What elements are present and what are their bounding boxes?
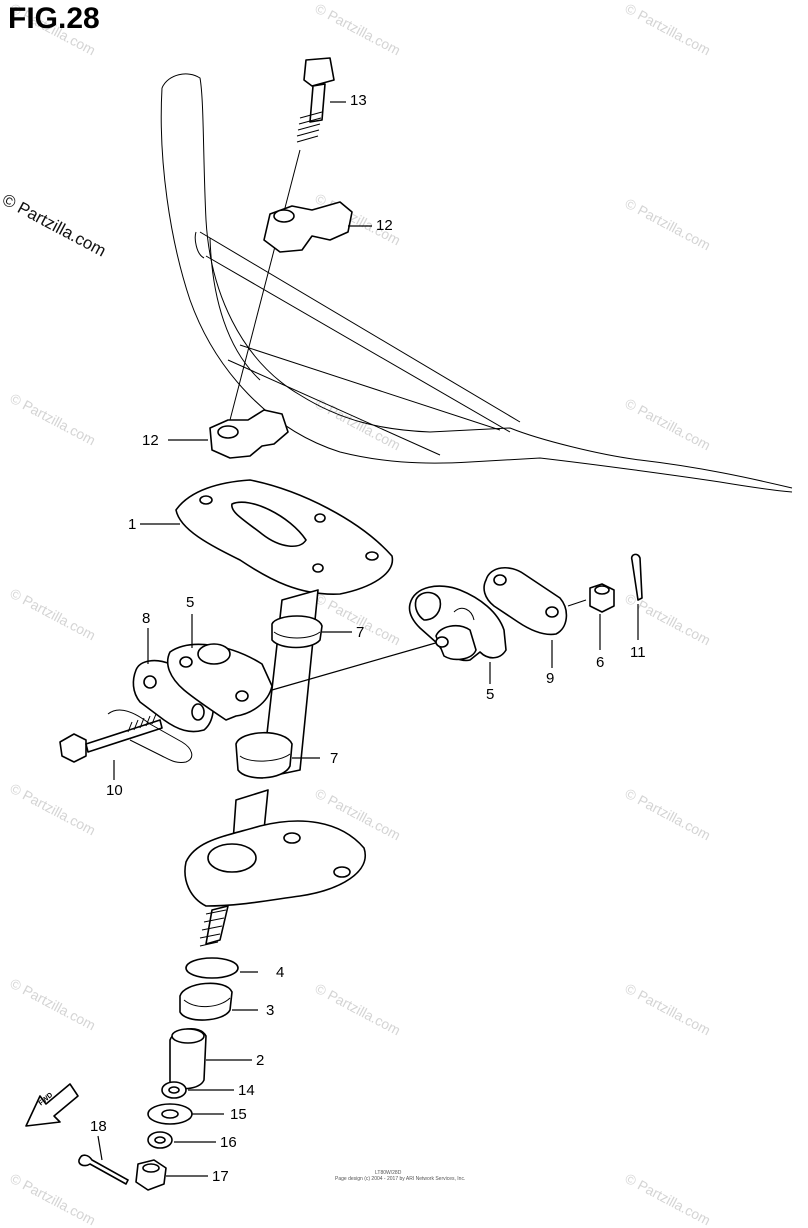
part-14-washer bbox=[161, 1081, 234, 1099]
callout-6: 6 bbox=[596, 654, 605, 671]
callout-11: 11 bbox=[630, 644, 646, 661]
callout-14: 14 bbox=[238, 1082, 255, 1099]
callout-2: 2 bbox=[256, 1052, 265, 1069]
fwd-arrow-icon bbox=[25, 1083, 79, 1127]
callout-12-upper: 12 bbox=[376, 217, 393, 234]
part-12-clamp-upper bbox=[263, 201, 372, 253]
part-17-nut bbox=[135, 1159, 208, 1191]
part-11-cotter-pin bbox=[630, 553, 643, 640]
part-10-bolt bbox=[59, 709, 193, 780]
callout-7-upper: 7 bbox=[356, 624, 365, 641]
exploded-view-drawing bbox=[25, 57, 793, 1191]
figure-title: FIG.28 bbox=[8, 2, 100, 35]
part-9-plate bbox=[483, 567, 587, 668]
page-footer: Page design (c) 2004 - 2017 by ARI Netwo… bbox=[335, 1176, 466, 1182]
part-15-washer bbox=[147, 1103, 224, 1125]
callout-1: 1 bbox=[128, 516, 137, 533]
callout-8: 8 bbox=[142, 610, 151, 627]
callout-18: 18 bbox=[90, 1118, 107, 1135]
callout-9: 9 bbox=[546, 670, 555, 687]
callout-4: 4 bbox=[276, 964, 285, 981]
part-3-bushing bbox=[179, 982, 258, 1021]
part-13-bolt bbox=[229, 57, 346, 421]
callout-17: 17 bbox=[212, 1168, 229, 1185]
callout-5-left: 5 bbox=[186, 594, 195, 611]
part-1-plate bbox=[140, 479, 394, 595]
part-4-o-ring bbox=[185, 957, 258, 979]
steering-shaft bbox=[184, 589, 367, 947]
part-8-plate bbox=[132, 628, 215, 733]
part-6-nut bbox=[589, 583, 615, 650]
callout-15: 15 bbox=[230, 1106, 247, 1123]
callout-5-right: 5 bbox=[486, 686, 495, 703]
callout-3: 3 bbox=[266, 1002, 275, 1019]
handlebar bbox=[160, 73, 793, 493]
link-rod bbox=[271, 639, 447, 691]
callout-7-lower: 7 bbox=[330, 750, 339, 767]
part-2-collar bbox=[169, 1028, 252, 1090]
part-12-clamp-lower bbox=[168, 409, 289, 459]
callout-12-lower: 12 bbox=[142, 432, 159, 449]
part-5-bracket-right bbox=[408, 585, 507, 684]
part-18-cotter-pin bbox=[78, 1135, 129, 1185]
part-16-washer bbox=[147, 1131, 216, 1149]
figure-code: LT80W/28D bbox=[375, 1170, 402, 1176]
callout-13: 13 bbox=[350, 92, 367, 109]
callout-16: 16 bbox=[220, 1134, 237, 1151]
part-5-bracket-left bbox=[166, 614, 273, 721]
callout-10: 10 bbox=[106, 782, 123, 799]
